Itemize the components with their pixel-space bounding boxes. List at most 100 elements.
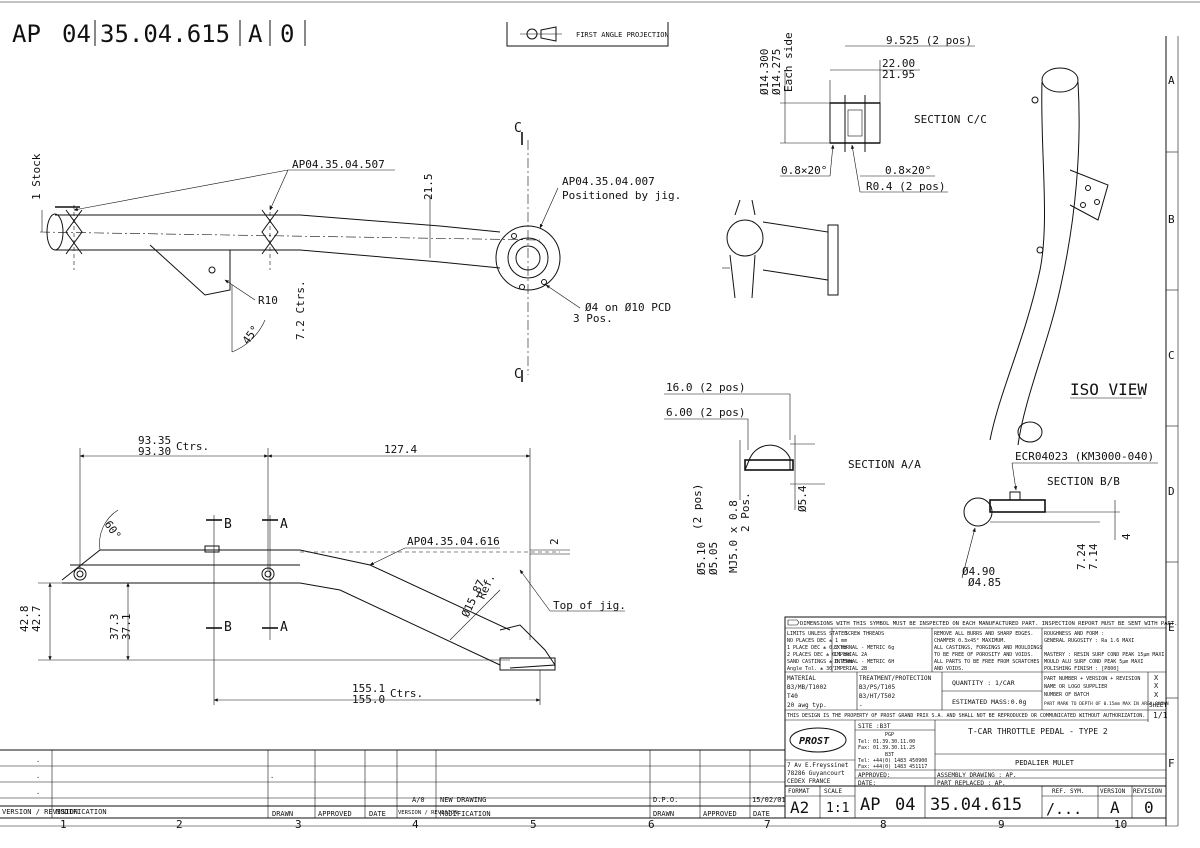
top-of-jig-label: Top of jig. — [553, 599, 626, 612]
sec-c-ch-right: 0.8×20° — [885, 164, 931, 177]
tb-format-label: FORMAT — [788, 788, 810, 795]
h-37-1: 37.1 — [120, 614, 133, 641]
header-num: 04 — [62, 20, 91, 48]
sec-c-title: SECTION C/C — [914, 113, 987, 126]
tb-edges-0: REMOVE ALL BURRS AND SHARP EDGES. — [934, 631, 1033, 637]
side-view: B B A A 93.35 93.30 Ctrs. 127.4 60° AP04… — [18, 434, 626, 706]
tb-material-label: MATERIAL — [787, 675, 816, 682]
tb-mark-0: PART NUMBER + VERSION + REVISION — [1044, 676, 1140, 682]
tb-threads-2: IMPERIAL 2A — [834, 652, 867, 658]
sec-a-thread-pos: 2 Pos. — [739, 492, 752, 532]
section-a-mark-2: A — [280, 620, 288, 635]
tb-version-label: VERSION — [1100, 788, 1126, 795]
sec-a-d505: Ø5.05 — [707, 542, 720, 575]
tb-treatment-1: B3/HT/T502 — [859, 693, 896, 700]
zone-col-1: 1 — [60, 818, 67, 831]
sec-b-w4: 4 — [1120, 533, 1133, 540]
tb-edges-5: AND VOIDS. — [934, 666, 964, 672]
tb-site: SITE :B3T — [858, 723, 891, 730]
rev-row-mod: NEW DRAWING — [440, 796, 486, 804]
section-c-mark-top: C — [514, 121, 522, 136]
rev-hdr-approved: APPROVED — [318, 810, 352, 818]
tb-threads-0: SCREW THREADS — [845, 631, 884, 637]
tb-threads: SCREW THREADS EXTERNAL - METRIC 6g IMPER… — [834, 631, 894, 672]
dia-ref: Ref. — [475, 572, 498, 602]
tb-edges: REMOVE ALL BURRS AND SHARP EDGES. CHAMFE… — [934, 631, 1042, 672]
tb-mark-1: NAME OR LOGO SUPPLIER — [1044, 684, 1108, 690]
holes-pos-label: 3 Pos. — [573, 312, 613, 325]
sec-a-thread: MJ5.0 x 0.8 — [727, 500, 740, 573]
top-view: C C 1 Stock AP04.35.04.507 AP04.35.04.00… — [30, 121, 681, 382]
dim-2: 2 — [548, 538, 561, 545]
tb-limits-4: SAND CASTINGS ± 0.75mm — [787, 659, 853, 665]
section-b-mark-2: B — [224, 620, 232, 635]
part-507-label: AP04.35.04.507 — [292, 158, 385, 171]
tb-version: A — [1110, 798, 1120, 817]
tb-limits-5: Angle Tol. ± 30' — [787, 666, 835, 672]
tb-edges-2: ALL CASTINGS, FORGINGS AND MOULDINGS — [934, 645, 1042, 651]
zone-row-f: F — [1168, 757, 1175, 770]
rev-dot-4: . — [270, 772, 274, 780]
section-c-view: Ø14.300 Ø14.275 Each side 9.525 (2 pos) … — [758, 32, 987, 193]
tb-site-1: Tel: 01.39.30.11.00 — [858, 739, 915, 745]
positioned-label: Positioned by jig. — [562, 189, 681, 202]
section-b-view: ECR04023 (KM3000-040) SECTION B/B 7.24 7… — [961, 450, 1158, 589]
tb-site-0: PGP — [885, 732, 894, 738]
zone-col-10: 10 — [1114, 818, 1127, 831]
tb-sheet: 1/1 — [1153, 711, 1168, 720]
rev-hdr-drawn-2: DRAWN — [653, 810, 674, 818]
tb-rough-2: MASTERY : RESIN SURF COND PEAK 15µm MAXI — [1044, 652, 1164, 658]
tb-threads-4: IMPERIAL 2B — [834, 666, 867, 672]
ctrs2-155-0: 155.0 — [352, 693, 385, 706]
tb-title: T-CAR THROTTLE PEDAL - TYPE 2 — [968, 727, 1108, 736]
zone-col-7: 7 — [764, 818, 771, 831]
zone-row-e: E — [1168, 621, 1175, 634]
tb-mass: ESTIMATED MASS:0.0g — [952, 698, 1026, 706]
rev-row-date: 15/02/01 — [752, 796, 786, 804]
zone-col-8: 8 — [880, 818, 887, 831]
tb-roughness: ROUGHNESS AND FORM : GENERAL RUGOSITY : … — [1044, 631, 1164, 672]
rev-row-version: A/0 — [412, 796, 425, 804]
tb-limits-0: LIMITS UNLESS STATED — [787, 631, 847, 637]
tb-edges-1: CHAMFER 0.3x45° MAXIMUM. — [934, 638, 1006, 644]
rev-hdr-approved-2: APPROVED — [703, 810, 737, 818]
tb-material-1: T40 — [787, 693, 798, 700]
tb-scale-label: SCALE — [824, 788, 842, 795]
rev-row-drawn: D.P.O. — [653, 796, 678, 804]
sec-b-title: SECTION B/B — [1047, 475, 1120, 488]
projection-label: FIRST ANGLE PROJECTION — [576, 31, 669, 39]
sec-b-d490: Ø4.90 — [962, 565, 995, 578]
angle-45: 45° — [240, 323, 262, 347]
rev-dot-2: . — [36, 772, 40, 780]
tb-treatment-0: B3/PS/T105 — [859, 684, 896, 691]
iso-view: ISO VIEW — [989, 67, 1147, 446]
sec-b-d485: Ø4.85 — [968, 576, 1001, 589]
tb-x-1: X — [1154, 682, 1159, 690]
sec-a-title: SECTION A/A — [848, 458, 921, 471]
tb-partno: 35.04.615 — [930, 795, 1022, 815]
sec-c-d-top: 9.525 (2 pos) — [886, 34, 972, 47]
rev-hdr-date-2: DATE — [753, 810, 770, 818]
header-version: 0 — [280, 20, 294, 48]
zone-col-2: 2 — [176, 818, 183, 831]
tb-approved: APPROVED: — [858, 772, 891, 779]
sec-a-d54: Ø5.4 — [796, 485, 809, 512]
sec-a-d2pos: (2 pos) — [691, 484, 704, 530]
section-a-view: 16.0 (2 pos) 6.00 (2 pos) SECTION A/A Ø5… — [664, 381, 921, 575]
zone-row-a: A — [1168, 74, 1175, 87]
header-prefix: AP — [12, 20, 41, 48]
holes-label: Ø4 on Ø10 PCD — [585, 301, 671, 314]
part-616-label: AP04.35.04.616 — [407, 535, 500, 548]
rev-hdr-version: VERSION / REVISION — [2, 808, 78, 816]
rev-dot-1: . — [36, 756, 40, 764]
zone-row-c: C — [1168, 349, 1175, 362]
sec-a-d510: Ø5.10 — [695, 542, 708, 575]
tb-sheet-label: SHEET — [1149, 702, 1167, 709]
rev-hdr-mod-2: MODIFICATION — [440, 810, 491, 818]
end-view — [722, 199, 839, 299]
tb-assembly: ASSEMBLY DRAWING : AP. — [937, 772, 1016, 779]
tb-site-2: Fax: 01.39.30.11.25 — [858, 745, 915, 751]
sec-c-dia1: Ø14.300 — [758, 49, 771, 95]
tb-ap: AP — [860, 795, 880, 815]
tb-rough-4: POLISHING FINISH : [P800] — [1044, 666, 1119, 672]
